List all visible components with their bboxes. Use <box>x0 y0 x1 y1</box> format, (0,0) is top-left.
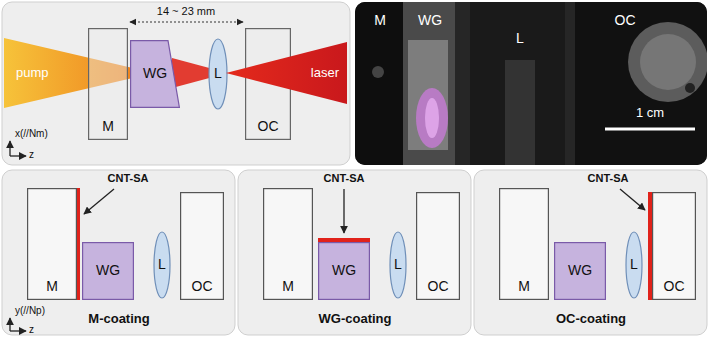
axis-label: z <box>29 324 34 336</box>
coupler-mount <box>575 2 707 165</box>
waveguide: WG <box>82 242 134 300</box>
node-label: L <box>158 257 166 272</box>
mirror-box: M <box>499 188 549 300</box>
scale-label: 1 cm <box>636 106 664 121</box>
outline <box>226 42 347 104</box>
outline <box>28 189 77 300</box>
waveguide: WG <box>130 40 180 108</box>
dimension-line <box>130 21 243 22</box>
outline <box>417 193 460 300</box>
coupler-optic <box>628 22 707 102</box>
pointer-arrow <box>343 189 344 233</box>
node-label: OC <box>192 279 213 294</box>
photo-label: OC <box>615 12 636 28</box>
photo-label: L <box>516 30 524 46</box>
axis-label: z <box>29 149 34 161</box>
mirror-box: M <box>88 28 128 140</box>
outline <box>89 29 128 140</box>
outline <box>264 189 313 300</box>
cnt-coating <box>648 192 652 300</box>
node-label: WG <box>143 66 167 81</box>
node-label: M <box>282 279 294 294</box>
waveguide-holder <box>403 2 455 165</box>
axis-arrow <box>9 141 10 156</box>
node-label: L <box>214 66 222 81</box>
material-label: CNT-SA <box>588 172 629 185</box>
waveguide-glow <box>425 98 439 138</box>
photo-ground <box>355 2 707 165</box>
outline <box>154 232 170 298</box>
cnt-coating <box>318 238 370 242</box>
output-coupler: OC <box>652 192 696 300</box>
lens: L <box>625 231 643 299</box>
node-label: M <box>102 119 114 134</box>
node-label: WG <box>96 263 120 278</box>
panel <box>238 170 471 335</box>
screw <box>685 83 695 93</box>
node-label: OC <box>428 279 449 294</box>
screw <box>372 66 384 78</box>
lens-mount <box>470 2 565 165</box>
coupler-optic <box>640 34 696 90</box>
waveguide-glow <box>416 88 448 148</box>
lens: L <box>208 38 228 110</box>
material-label: CNT-SA <box>324 172 365 185</box>
axis-arrow <box>9 318 10 331</box>
panel <box>474 170 707 335</box>
dimension-label: 14 ~ 23 mm <box>157 5 215 18</box>
panel-caption: M-coating <box>88 312 149 327</box>
scale-bar <box>605 128 695 131</box>
outline <box>83 243 134 300</box>
outline <box>131 41 180 108</box>
node-label: laser <box>311 66 339 80</box>
photo-label: M <box>374 12 386 28</box>
axis-arrow <box>10 155 26 156</box>
node-label: OC <box>664 279 685 294</box>
lens: L <box>153 231 171 299</box>
axis-label: x(//Nm) <box>15 128 48 140</box>
node-label: L <box>394 257 402 272</box>
node-label: M <box>46 279 58 294</box>
output-coupler: OC <box>180 192 224 300</box>
mirror-box: M <box>27 188 77 300</box>
node-label: M <box>518 279 530 294</box>
lens: L <box>389 231 407 299</box>
waveguide: WG <box>554 242 606 300</box>
outline <box>626 232 642 298</box>
pointer-arrow <box>620 189 645 210</box>
mirror-mount <box>355 2 403 165</box>
node-label: pump <box>16 66 49 80</box>
output-coupler: OC <box>416 192 460 300</box>
panel-caption: WG-coating <box>319 312 392 327</box>
waveguide-holder <box>408 40 448 150</box>
laser-beam: laser <box>226 42 347 104</box>
outline <box>209 39 227 109</box>
outline <box>390 232 406 298</box>
waveguide: WG <box>318 242 370 300</box>
axis-label: y(//Np) <box>15 305 45 317</box>
outline <box>555 243 606 300</box>
node-label: L <box>630 257 638 272</box>
photo-label: WG <box>418 12 442 28</box>
panel <box>2 170 235 335</box>
pointer-arrow <box>84 189 114 214</box>
lens-mount <box>505 60 535 165</box>
material-label: CNT-SA <box>108 172 149 185</box>
panel <box>2 2 350 165</box>
node-label: WG <box>332 263 356 278</box>
node-label: OC <box>258 119 279 134</box>
panel-caption: OC-coating <box>556 312 626 327</box>
photo <box>355 2 707 165</box>
cnt-coating <box>77 188 80 300</box>
outline <box>319 243 370 300</box>
mirror-box: M <box>263 188 313 300</box>
outline <box>653 193 696 300</box>
node-label: WG <box>568 263 592 278</box>
outline <box>500 189 549 300</box>
outline <box>181 193 224 300</box>
axis-arrow <box>10 330 26 331</box>
